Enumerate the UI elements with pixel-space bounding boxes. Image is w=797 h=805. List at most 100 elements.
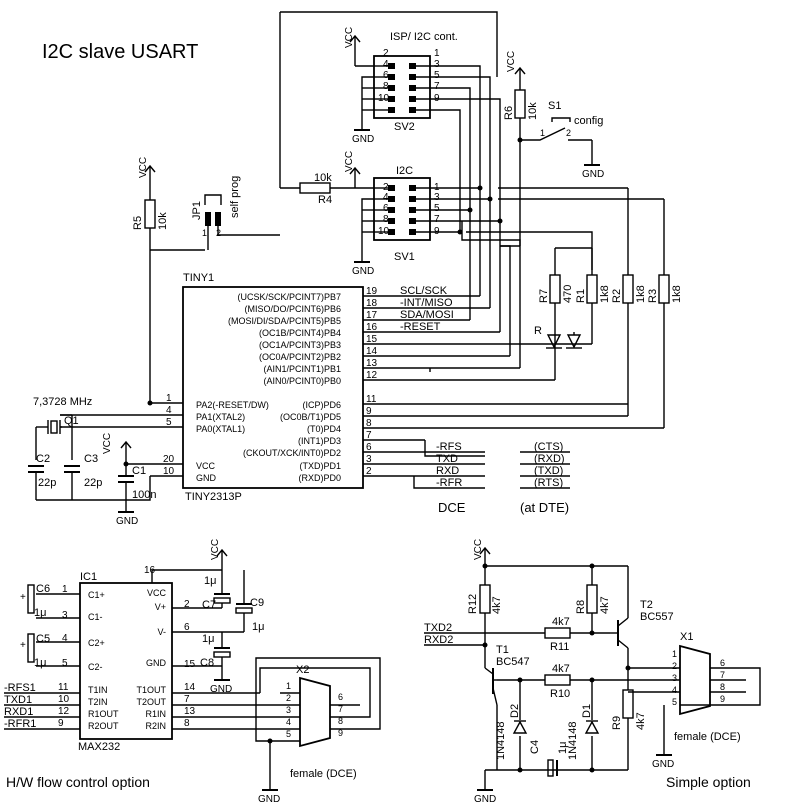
- svg-text:V-: V-: [157, 627, 166, 637]
- svg-text:7: 7: [434, 81, 440, 92]
- sv1-name: SV1: [394, 251, 415, 263]
- svg-text:(AIN0/PCINT0)PB0: (AIN0/PCINT0)PB0: [263, 376, 341, 386]
- svg-text:9: 9: [720, 694, 725, 704]
- svg-text:GND: GND: [116, 516, 138, 527]
- svg-text:(OC0A/PCINT2)PB2: (OC0A/PCINT2)PB2: [259, 352, 341, 362]
- cap-c1: VCC C1 100n GND: [36, 433, 156, 527]
- svg-text:10: 10: [378, 93, 390, 104]
- led: R: [534, 325, 582, 349]
- svg-text:5: 5: [434, 203, 440, 214]
- svg-text:9: 9: [58, 718, 64, 729]
- svg-text:4: 4: [166, 405, 172, 416]
- vcc-max: VCC: [210, 539, 228, 570]
- caption-hw-flow: H/W flow control option: [6, 774, 150, 790]
- max232: IC1 MAX232 C1+ C1- C2+ C2- T1IN T2IN R1O…: [4, 565, 280, 753]
- svg-text:14: 14: [184, 682, 196, 693]
- svg-text:X1: X1: [680, 631, 693, 643]
- svg-text:1μ: 1μ: [34, 657, 46, 669]
- svg-text:5: 5: [166, 417, 172, 428]
- svg-text:TINY2313P: TINY2313P: [185, 491, 242, 503]
- mcu-tiny2313: TINY1 TINY2313P 1 4 5 20 10 PA2(-RESET/D…: [60, 272, 462, 503]
- svg-text:19: 19: [366, 286, 378, 297]
- svg-text:6: 6: [338, 692, 343, 702]
- svg-text:GND: GND: [258, 794, 280, 805]
- svg-text:VCC: VCC: [196, 461, 216, 471]
- svg-text:16: 16: [144, 565, 156, 576]
- svg-text:(TXD): (TXD): [534, 465, 563, 477]
- svg-text:(MOSI/DI/SDA/PCINT5)PB5: (MOSI/DI/SDA/PCINT5)PB5: [228, 316, 341, 326]
- caption-simple: Simple option: [666, 774, 751, 790]
- svg-text:6: 6: [383, 70, 389, 81]
- svg-text:GND: GND: [352, 266, 374, 277]
- svg-text:-RFR1: -RFR1: [4, 718, 36, 730]
- cap-c7: C7 1μ: [202, 570, 231, 611]
- svg-text:22p: 22p: [84, 477, 102, 489]
- svg-text:VCC: VCC: [506, 51, 517, 72]
- svg-text:C2: C2: [36, 453, 50, 465]
- svg-text:JP1: JP1: [191, 201, 203, 220]
- svg-text:TXD2: TXD2: [424, 622, 452, 634]
- svg-text:4: 4: [383, 192, 389, 203]
- svg-text:16: 16: [366, 322, 378, 333]
- svg-text:RXD1: RXD1: [4, 706, 33, 718]
- svg-text:S1: S1: [548, 100, 561, 112]
- svg-text:8: 8: [366, 418, 372, 429]
- gnd-sv1: GND: [352, 198, 374, 277]
- svg-text:1μ: 1μ: [557, 742, 569, 754]
- svg-text:C2-: C2-: [88, 662, 103, 672]
- svg-text:(RXD): (RXD): [534, 453, 565, 465]
- svg-text:GND: GND: [652, 759, 674, 770]
- resistor-r5: VCC R5 10k: [132, 157, 205, 403]
- svg-text:8: 8: [184, 718, 190, 729]
- svg-text:14: 14: [366, 346, 378, 357]
- svg-text:-RFS1: -RFS1: [4, 682, 36, 694]
- svg-text:2: 2: [383, 48, 389, 59]
- svg-text:9: 9: [366, 406, 372, 417]
- svg-text:2: 2: [216, 228, 221, 238]
- svg-text:4k7: 4k7: [635, 712, 647, 730]
- svg-text:R5: R5: [132, 216, 144, 230]
- cap-c8: C8 1μ GND: [200, 632, 232, 695]
- svg-text:(UCSK/SCK/PCINT7)PB7: (UCSK/SCK/PCINT7)PB7: [237, 292, 341, 302]
- svg-text:R6: R6: [503, 106, 515, 120]
- svg-text:17: 17: [366, 310, 378, 321]
- svg-text:1: 1: [166, 393, 172, 404]
- svg-text:1N4148: 1N4148: [495, 721, 507, 760]
- svg-text:T1: T1: [496, 644, 509, 656]
- svg-text:GND: GND: [196, 473, 217, 483]
- svg-text:10k: 10k: [527, 102, 539, 120]
- svg-text:13: 13: [366, 358, 378, 369]
- svg-text:C5: C5: [36, 633, 50, 645]
- svg-text:22p: 22p: [38, 477, 56, 489]
- title: I2C slave USART: [42, 41, 198, 63]
- svg-text:4: 4: [62, 633, 68, 644]
- svg-text:12: 12: [366, 370, 378, 381]
- svg-text:4: 4: [286, 717, 291, 727]
- svg-text:9: 9: [338, 728, 343, 738]
- svg-text:C4: C4: [529, 740, 541, 754]
- svg-text:C7: C7: [202, 599, 216, 611]
- cap-c5: C5 1μ +: [20, 633, 56, 669]
- svg-text:R3: R3: [647, 289, 659, 303]
- svg-text:6: 6: [366, 442, 372, 453]
- svg-text:T2: T2: [640, 599, 653, 611]
- svg-text:GND: GND: [582, 169, 604, 180]
- svg-text:1: 1: [286, 681, 291, 691]
- resistor-r3: R3 1k8: [647, 199, 683, 428]
- svg-text:R: R: [534, 325, 542, 337]
- svg-text:4k7: 4k7: [491, 596, 503, 614]
- svg-text:config: config: [574, 115, 603, 127]
- cap-c6: C6 1μ +: [20, 583, 56, 619]
- svg-text:R4: R4: [318, 194, 332, 206]
- svg-text:(TXD)PD1: (TXD)PD1: [299, 461, 341, 471]
- svg-text:3: 3: [434, 59, 440, 70]
- svg-text:6: 6: [720, 658, 725, 668]
- header-sv2: ISP/ I2C cont. SV2 2 4 6 8 10 1 3 5 7 9: [373, 31, 458, 133]
- dte-labels: (CTS) (RXD) (TXD) (RTS) DCE (at DTE): [438, 441, 570, 515]
- svg-text:C1-: C1-: [88, 612, 103, 622]
- svg-text:3: 3: [286, 705, 291, 715]
- svg-text:TXD1: TXD1: [4, 694, 32, 706]
- svg-text:VCC: VCC: [344, 27, 355, 48]
- svg-text:GND: GND: [146, 658, 167, 668]
